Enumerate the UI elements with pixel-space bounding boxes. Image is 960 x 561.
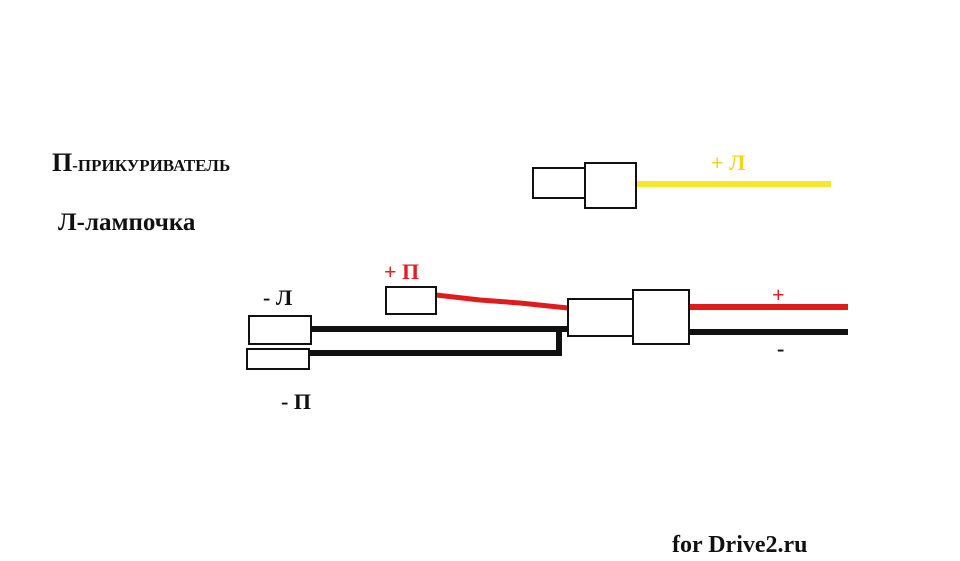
- lighter-plus-connector: [385, 286, 437, 315]
- label-plus-lamp: + Л: [711, 150, 746, 175]
- lamp-plus-connector-large: [584, 162, 637, 209]
- label-minus-main: -: [777, 336, 784, 361]
- legend-lighter-text: -ПРИКУРИВАТЕЛЬ: [72, 156, 230, 175]
- legend-lamp: Л-лампочка: [58, 209, 196, 236]
- watermark: for Drive2.ru: [672, 532, 808, 558]
- lighter-minus-connector: [246, 348, 310, 370]
- lighter-red-wire: [435, 292, 569, 311]
- legend-lamp-text: -лампочка: [77, 209, 196, 236]
- splice-connector-right: [632, 289, 690, 345]
- splice-connector-left: [567, 298, 634, 337]
- lighter-black-wire: [309, 330, 562, 356]
- label-plus-main: +: [772, 282, 785, 307]
- legend-lamp-letter: Л: [58, 209, 77, 236]
- label-plus-lighter: + П: [384, 259, 419, 284]
- legend-lighter: П-ПРИКУРИВАТЕЛЬ: [52, 148, 230, 177]
- label-minus-lamp: - Л: [263, 285, 293, 310]
- lamp-minus-connector: [248, 315, 312, 345]
- legend-lighter-letter: П: [52, 148, 72, 177]
- label-minus-lighter: - П: [281, 389, 311, 414]
- lamp-plus-connector-small: [532, 167, 586, 199]
